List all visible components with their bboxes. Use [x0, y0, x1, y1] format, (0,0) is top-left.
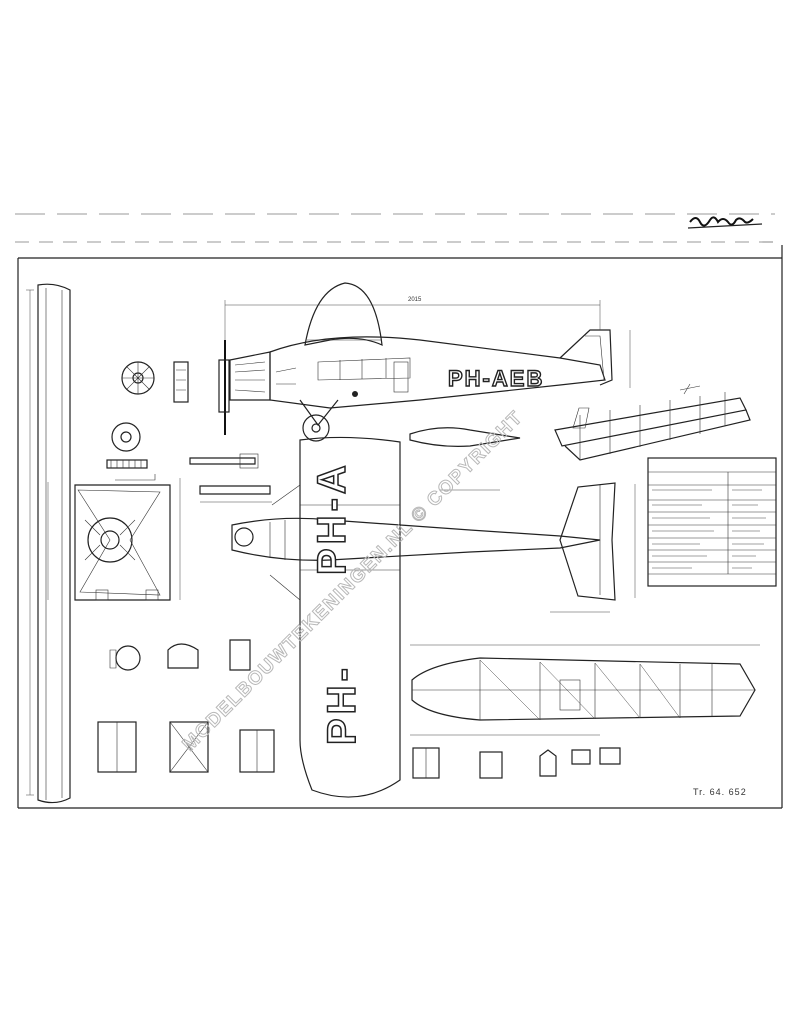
signature	[687, 216, 763, 229]
registration-wing-top: PH-A	[310, 461, 354, 575]
fitting-details	[189, 427, 521, 503]
fuselage-structure	[410, 644, 760, 736]
specification-table	[647, 457, 777, 587]
front-view	[26, 283, 181, 804]
side-view: 2015	[218, 282, 631, 442]
section-details	[97, 639, 275, 773]
top-view	[231, 436, 636, 798]
svg-text:2015: 2015	[408, 297, 422, 303]
drawing-number: Tr. 64. 652	[693, 787, 747, 797]
structure-perspective	[554, 383, 751, 461]
bottom-section-details	[412, 747, 621, 779]
registration-side: PH-AEB	[448, 366, 544, 391]
registration-wing-bottom: PH-	[320, 664, 364, 745]
engine-detail	[106, 361, 189, 469]
sheet-border	[15, 213, 783, 809]
